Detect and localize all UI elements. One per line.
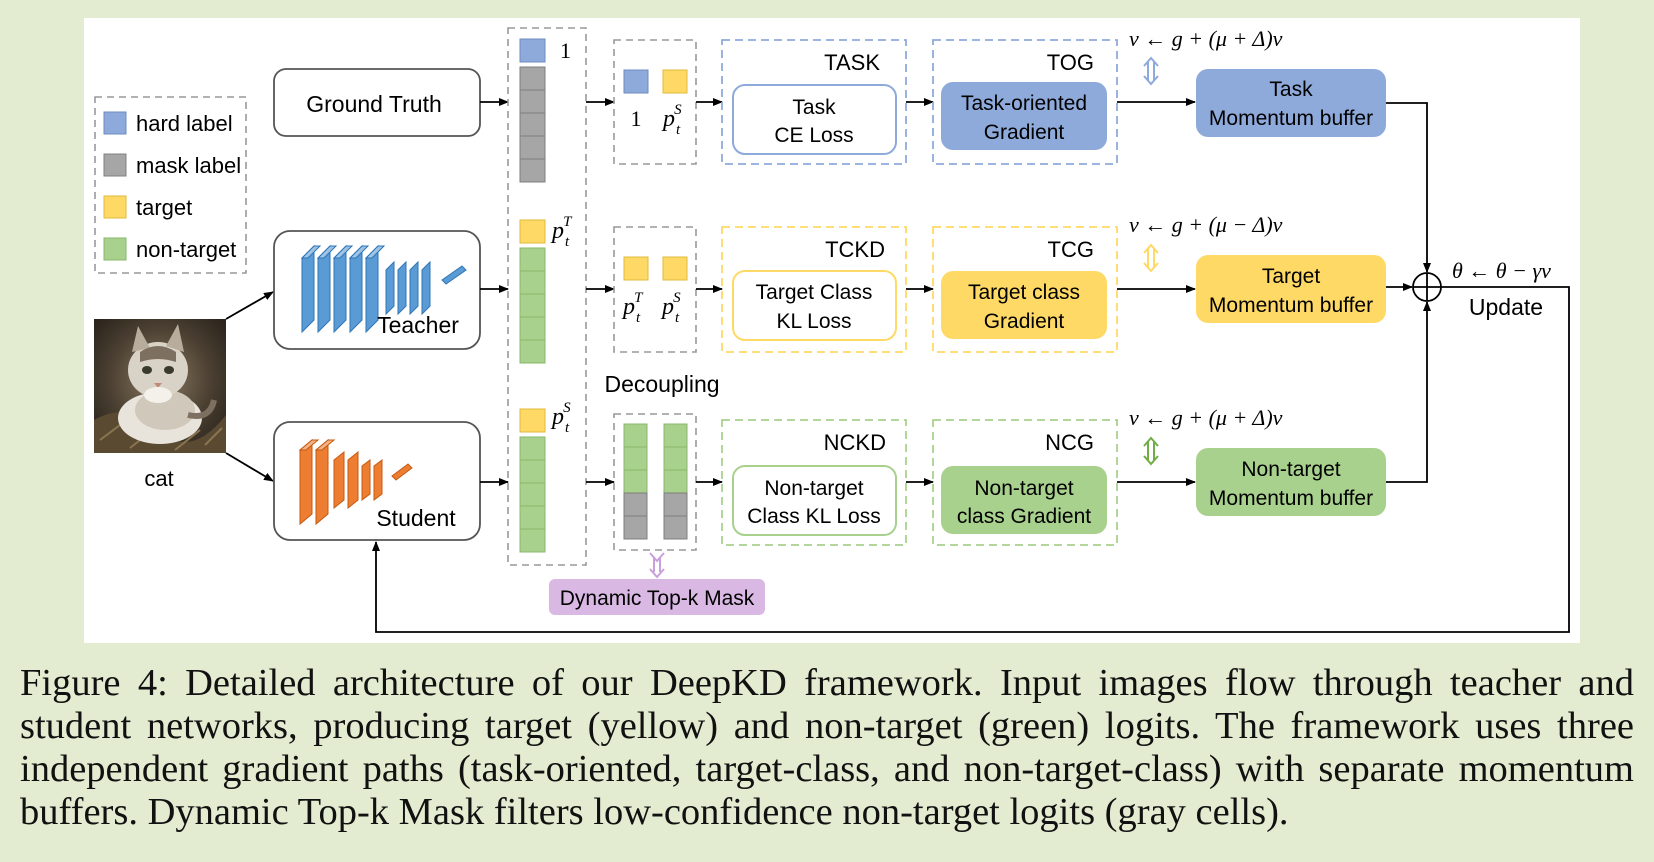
task-input-hard-cell [623,69,649,94]
target-buffer-line2: Momentum buffer [1209,294,1373,317]
legend-label-target: target [136,195,192,220]
task-input-target-cell [662,69,688,94]
legend-swatch-mask-label [103,153,127,177]
target-input-student-cell [662,256,688,281]
legend-label-mask: mask label [136,153,241,178]
target-grad-box [941,271,1107,339]
target-loss-line2: KL Loss [776,310,851,333]
nontarget-grad-container [932,419,1118,546]
nontarget-student-cells [663,423,688,540]
architecture-diagram: hard label mask label target non-target … [84,18,1580,643]
nontarget-buffer-line2: Momentum buffer [1209,487,1373,510]
task-momentum-buffer [1196,69,1386,137]
sum-node-icon [1412,272,1442,302]
legend-swatch-target [103,195,127,219]
task-input-one: 1 [631,106,642,131]
update-formula: θ ← θ − γv [1452,258,1551,283]
teacher-logit-cells [519,219,546,364]
legend-swatch-non-target [103,237,127,261]
legend-swatch-hard-label [103,111,127,135]
arrow-nontarget-buffer-to-sum [1386,301,1431,483]
nontarget-grad-line2: class Gradient [957,505,1091,528]
legend-label-non-target: non-target [136,237,236,262]
target-grad-container [932,226,1118,353]
task-input-ps: ptS [661,102,682,138]
nontarget-grad-box [941,466,1107,534]
target-buffer-line1: Target [1262,265,1321,288]
target-loss-container [721,226,907,353]
teacher-label: Teacher [377,312,459,338]
cat-image [94,319,226,453]
nontarget-loss-line2: Class KL Loss [747,505,880,528]
decoupling-label: Decoupling [604,371,719,397]
arrow-cat-to-teacher [225,291,274,320]
nontarget-grad-line1: Non-target [974,477,1073,500]
task-momentum-formula: v ← g + (μ + Δ)v [1129,26,1283,51]
teacher-prob-label: ptT [550,214,573,250]
nontarget-double-arrow-icon [1143,436,1159,466]
nontarget-grad-title: NCG [1045,430,1094,455]
cat-label: cat [144,466,173,491]
logits-column [507,27,587,566]
student-label: Student [376,505,456,531]
task-grad-container [932,39,1118,165]
arrow-update-feedback-to-student [372,286,1570,633]
gt-one-label: 1 [560,38,571,63]
target-input-teacher-cell [623,256,649,281]
gt-logit-cells [519,38,546,183]
ground-truth-label: Ground Truth [306,91,442,117]
nontarget-teacher-cells [623,423,648,540]
target-momentum-formula: v ← g + (μ − Δ)v [1129,212,1283,237]
legend-label-hard: hard label [136,111,233,136]
task-double-arrow-icon [1143,56,1159,86]
task-grad-box [941,82,1107,150]
legend: hard label mask label target non-target [94,96,247,274]
nontarget-momentum-formula: v ← g + (μ + Δ)v [1129,405,1283,430]
student-network-icon [298,438,413,526]
task-grad-line2: Gradient [984,121,1065,144]
task-ce-loss-box [732,84,897,155]
teacher-network-icon [300,244,467,334]
target-input-pt: ptT [621,290,644,326]
nontarget-kl-loss-box [732,465,897,536]
task-loss-line2: CE Loss [774,124,853,147]
task-grad-line1: Task-oriented [961,92,1087,115]
nontarget-loss-container [721,419,907,546]
target-momentum-buffer [1196,255,1386,323]
student-prob-label: ptS [550,400,571,436]
target-loss-line1: Target Class [756,281,873,304]
target-grad-line2: Gradient [984,310,1065,333]
target-double-arrow-icon [1143,243,1159,273]
target-kl-loss-box [732,270,897,341]
update-label: Update [1469,294,1543,320]
target-loss-title: TCKD [825,237,885,262]
task-loss-title: TASK [824,50,880,75]
dynamic-topk-mask-badge [549,579,765,615]
student-logit-cells [519,408,546,553]
target-grad-title: TCG [1048,237,1094,262]
figure-caption: Figure 4: Detailed architecture of our D… [20,662,1634,833]
task-buffer-line2: Momentum buffer [1209,107,1373,130]
task-grad-title: TOG [1047,50,1094,75]
arrow-cat-to-student [225,452,274,482]
nontarget-buffer-line1: Non-target [1241,458,1340,481]
mask-double-arrow-icon [649,552,665,579]
nontarget-momentum-buffer [1196,448,1386,516]
task-loss-container [721,39,907,165]
target-grad-line1: Target class [968,281,1080,304]
nontarget-loss-line1: Non-target [764,477,863,500]
task-buffer-line1: Task [1269,78,1313,101]
nontarget-loss-title: NCKD [824,430,886,455]
dynamic-topk-mask-label: Dynamic Top-k Mask [560,587,755,610]
target-input-ps: ptS [660,290,681,326]
arrow-task-buffer-to-sum [1386,102,1431,273]
task-loss-line1: Task [792,96,836,119]
